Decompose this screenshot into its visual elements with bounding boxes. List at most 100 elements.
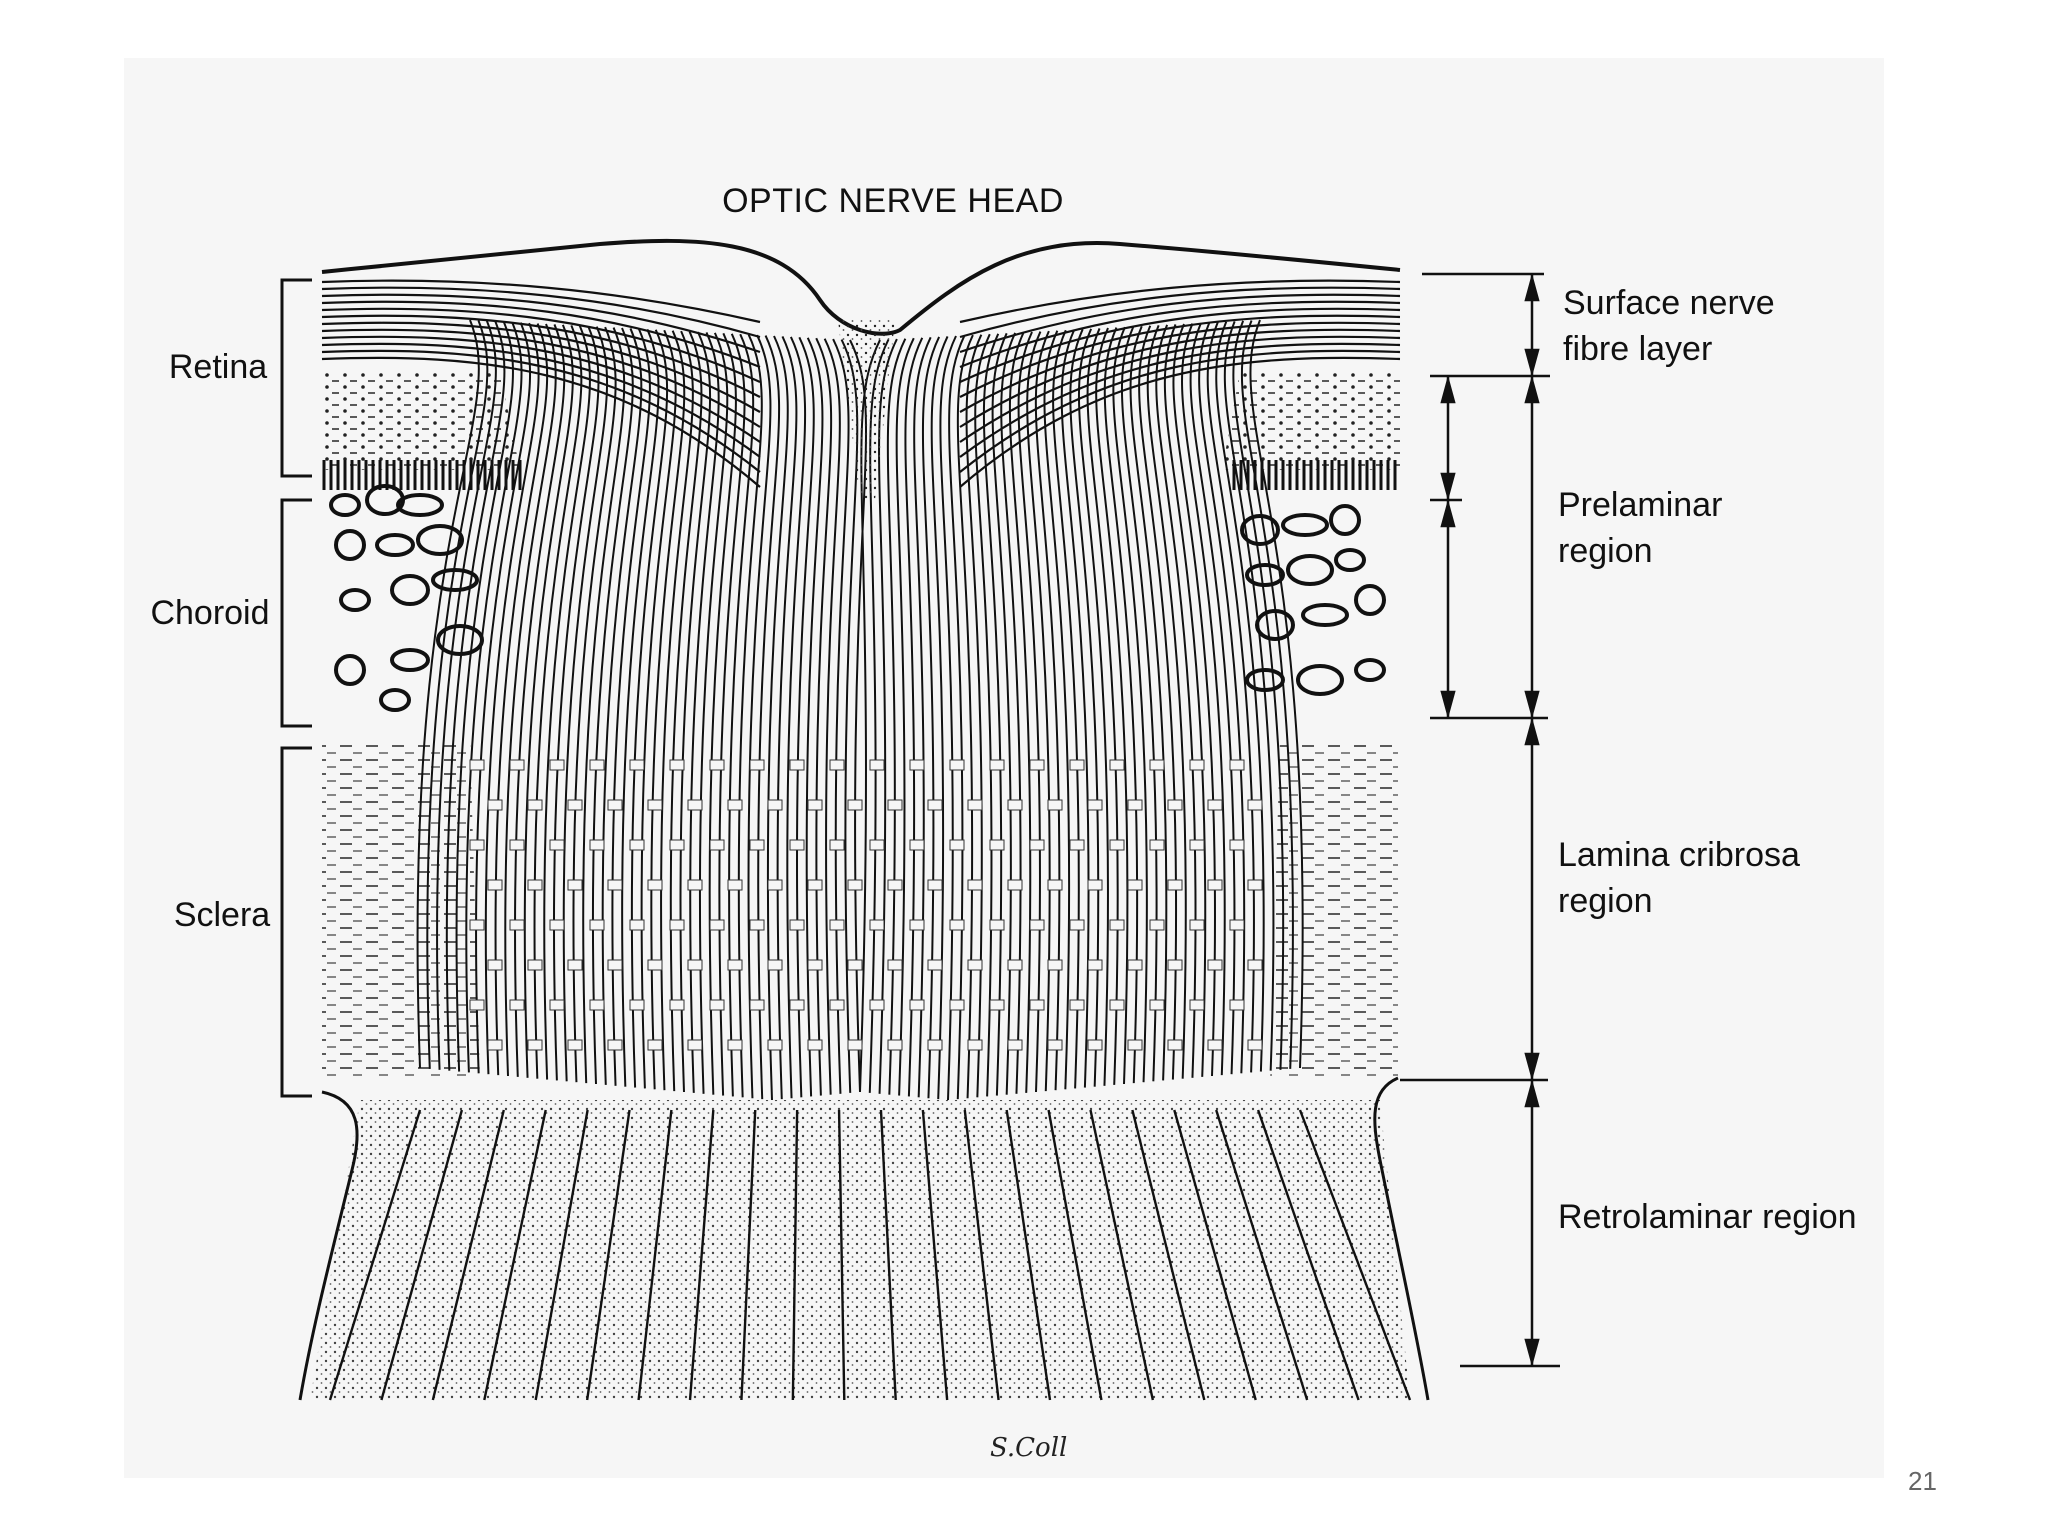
lamina-pore <box>1128 960 1142 970</box>
lamina-pore <box>1088 960 1102 970</box>
lamina-pore <box>1230 920 1244 930</box>
lamina-pore <box>670 760 684 770</box>
lamina-pore <box>648 800 662 810</box>
lamina-pore <box>910 760 924 770</box>
lamina-pore <box>1248 800 1262 810</box>
lamina-pore <box>1208 800 1222 810</box>
lamina-pore <box>550 760 564 770</box>
label-sclera: Sclera <box>174 896 270 934</box>
lamina-pore <box>808 800 822 810</box>
lamina-pore <box>1168 800 1182 810</box>
lamina-pore <box>1048 880 1062 890</box>
nerve-fibre-right <box>1088 328 1118 1084</box>
choroid-vessel <box>1298 666 1342 694</box>
lamina-pore <box>590 760 604 770</box>
choroid-vessel <box>367 486 403 514</box>
lamina-pore <box>1230 1000 1244 1010</box>
lamina-pore <box>1128 880 1142 890</box>
lamina-pore <box>888 880 902 890</box>
lamina-pore <box>950 840 964 850</box>
lamina-pore <box>768 880 782 890</box>
lamina-pore <box>630 760 644 770</box>
lamina-pore <box>808 1040 822 1050</box>
lamina-pore <box>1190 1000 1204 1010</box>
choroid-vessel <box>418 526 462 554</box>
lamina-pore <box>590 1000 604 1010</box>
lamina-pore <box>1190 840 1204 850</box>
choroid-vessel <box>336 531 364 559</box>
choroid-vessel <box>1283 515 1327 535</box>
lamina-pore <box>488 1040 502 1050</box>
lamina-pore <box>590 920 604 930</box>
lamina-pore <box>808 960 822 970</box>
right-dimension-lines <box>1400 274 1560 1366</box>
choroid-vessel <box>381 690 409 710</box>
lamina-pore <box>1128 1040 1142 1050</box>
lamina-pore <box>888 800 902 810</box>
lamina-pore <box>688 960 702 970</box>
lamina-pore <box>950 920 964 930</box>
nerve-fibre-left <box>651 331 684 1090</box>
lamina-pore <box>790 840 804 850</box>
lamina-pore <box>1030 840 1044 850</box>
lamina-pore <box>750 1000 764 1010</box>
lamina-pore <box>870 1000 884 1010</box>
lamina-pore <box>648 960 662 970</box>
lamina-pore <box>470 920 484 930</box>
lamina-pore <box>1030 760 1044 770</box>
artist-signature: S.Coll <box>990 1433 1067 1463</box>
lamina-pore <box>528 960 542 970</box>
label-prelaminar-line1: Prelaminar <box>1558 486 1722 524</box>
label-lamina-line2: region <box>1558 882 1653 920</box>
lamina-pore <box>1208 960 1222 970</box>
lamina-pore <box>1070 920 1084 930</box>
lamina-pore <box>568 800 582 810</box>
choroid-vessel <box>392 650 428 670</box>
lamina-pore <box>710 760 724 770</box>
lamina-pore <box>790 760 804 770</box>
lamina-pore <box>910 840 924 850</box>
nerve-fibre-left <box>612 329 649 1086</box>
lamina-pore <box>1088 800 1102 810</box>
lamina-pore <box>1230 840 1244 850</box>
lamina-pore <box>1208 880 1222 890</box>
lamina-pore <box>750 920 764 930</box>
lamina-pore <box>990 1000 1004 1010</box>
lamina-pore <box>608 800 622 810</box>
nerve-fibre-right <box>975 334 991 1096</box>
lamina-pore <box>528 800 542 810</box>
lamina-pore <box>1230 760 1244 770</box>
lamina-pore <box>1248 880 1262 890</box>
lamina-pore <box>968 800 982 810</box>
choroid-vessel <box>1303 605 1347 625</box>
lamina-pore <box>728 1040 742 1050</box>
lamina-pore <box>830 920 844 930</box>
lamina-pore <box>670 920 684 930</box>
lamina-pore <box>790 920 804 930</box>
lamina-pore <box>830 840 844 850</box>
nerve-fibre-left <box>671 332 702 1092</box>
lamina-pore <box>1070 1000 1084 1010</box>
lamina-pore <box>950 1000 964 1010</box>
nerve-fibre-left <box>816 338 831 1095</box>
lamina-pore <box>1110 920 1124 930</box>
lamina-pore <box>750 840 764 850</box>
lamina-pore <box>1070 760 1084 770</box>
lamina-pore <box>790 1000 804 1010</box>
lamina-pore <box>670 1000 684 1010</box>
lamina-pore <box>928 1040 942 1050</box>
lamina-pore <box>910 920 924 930</box>
nerve-fibre-right <box>932 336 948 1099</box>
lamina-pore <box>990 760 1004 770</box>
lamina-pore <box>1008 960 1022 970</box>
lamina-pore <box>550 840 564 850</box>
lamina-pore <box>888 1040 902 1050</box>
lamina-pore <box>848 880 862 890</box>
lamina-pore <box>710 1000 724 1010</box>
lamina-pore <box>830 1000 844 1010</box>
left-brackets <box>282 280 312 1096</box>
lamina-pore <box>630 1000 644 1010</box>
choroid-vessel <box>1331 506 1359 534</box>
